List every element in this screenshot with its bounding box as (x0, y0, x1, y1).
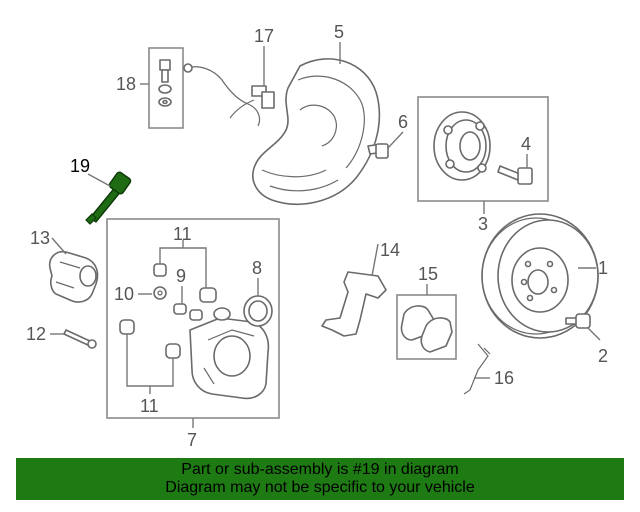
part-11-boots-lower[interactable] (119, 319, 181, 359)
callout-15: 15 (418, 264, 438, 284)
callout-19: 19 (70, 156, 90, 176)
part-3-hub-bearing[interactable] (433, 111, 491, 181)
part-18-bolt-washers[interactable] (148, 47, 184, 129)
callout-18: 18 (116, 74, 136, 94)
part-7-caliper-body[interactable] (189, 307, 270, 400)
leader-2 (587, 327, 601, 341)
callout-11a: 11 (173, 224, 192, 244)
callout-6: 6 (398, 112, 408, 132)
info-banner: Part or sub-assembly is #19 in diagram D… (16, 458, 624, 500)
part-6-bolt[interactable] (367, 143, 389, 159)
callout-3: 3 (478, 214, 488, 234)
callout-4: 4 (521, 134, 531, 154)
part-9-bushings[interactable] (173, 303, 203, 321)
leader-19 (87, 173, 111, 187)
callout-10: 10 (114, 284, 134, 304)
callout-17: 17 (254, 26, 274, 46)
part-13-caliper-bracket[interactable] (48, 250, 99, 303)
leader-13 (51, 237, 67, 255)
callout-16: 16 (494, 368, 514, 388)
part-4-hub-bolt[interactable] (497, 165, 533, 185)
banner-line-1: Part or sub-assembly is #19 in diagram (181, 461, 459, 478)
callout-8: 8 (252, 258, 262, 278)
part-14-spring-clip[interactable] (321, 271, 387, 337)
part-16-wear-sensor[interactable] (463, 343, 491, 395)
callout-7: 7 (187, 430, 197, 450)
callout-9: 9 (176, 266, 186, 286)
callout-2: 2 (598, 346, 608, 366)
part-19-sensor[interactable] (85, 171, 132, 225)
callout-12: 12 (26, 324, 46, 344)
callout-14: 14 (380, 240, 400, 260)
leader-14 (371, 243, 379, 277)
callout-5: 5 (334, 22, 344, 42)
callout-11b: 11 (140, 396, 159, 416)
part-1-brake-rotor[interactable] (481, 213, 599, 339)
leader-11b (126, 334, 174, 387)
part-5-dust-shield[interactable] (252, 58, 381, 205)
leader-6 (387, 131, 404, 149)
part-8-seal[interactable] (243, 295, 273, 327)
part-15-brake-pads[interactable] (400, 305, 453, 353)
part-2-rotor-screw[interactable] (565, 313, 591, 329)
parts-diagram: 18 17 5 6 3 4 (26, 22, 608, 450)
part-17-abs-sensor[interactable] (183, 63, 275, 127)
banner-line-2: Diagram may not be specific to your vehi… (165, 479, 475, 496)
callout-13: 13 (30, 228, 50, 248)
part-12-guide-pin[interactable] (63, 329, 97, 349)
callout-1: 1 (598, 258, 608, 278)
part-3-hub-box (417, 96, 549, 202)
part-10-bleeder[interactable] (153, 286, 167, 300)
